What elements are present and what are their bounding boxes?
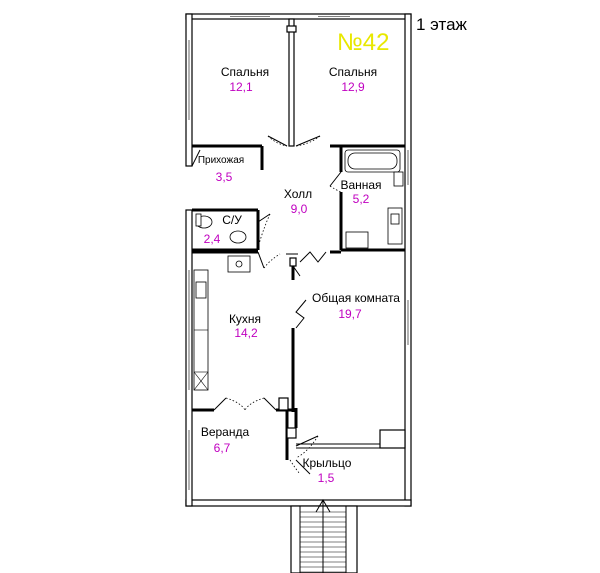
room-name: Холл: [284, 187, 312, 201]
doors: [191, 135, 342, 475]
fixtures: [193, 149, 404, 391]
room-name: Прихожая: [198, 155, 244, 166]
room-name: Общая комната: [312, 291, 400, 305]
interior-walls: [192, 18, 406, 460]
room-name: Веранда: [201, 425, 250, 439]
room-name: С/У: [222, 213, 242, 227]
room-hallway: Прихожая 3,5: [198, 155, 244, 184]
room-area: 1,5: [318, 471, 335, 485]
room-name: Спальня: [221, 65, 269, 79]
room-area: 12,9: [341, 80, 365, 94]
room-area: 3,5: [216, 170, 233, 184]
sink-icon: [229, 230, 247, 244]
room-wc: С/У 2,4: [204, 213, 243, 246]
room-name: Кухня: [229, 312, 261, 326]
room-area: 14,2: [234, 326, 258, 340]
room-bedroom-2: Спальня 12,9: [329, 65, 377, 94]
room-kitchen: Кухня 14,2: [229, 312, 261, 340]
room-area: 6,7: [214, 441, 231, 455]
unit-number: №42: [337, 29, 389, 56]
room-bedroom-1: Спальня 12,1: [221, 65, 269, 94]
floor-label: 1 этаж: [416, 15, 468, 34]
room-area: 19,7: [338, 307, 362, 321]
room-name: Ванная: [340, 178, 381, 192]
room-name: Спальня: [329, 65, 377, 79]
stairs: [290, 499, 358, 573]
room-area: 12,1: [229, 80, 253, 94]
room-area: 2,4: [204, 232, 221, 246]
room-veranda: Веранда 6,7: [201, 425, 250, 455]
room-hall: Холл 9,0: [284, 187, 312, 216]
room-bathroom: Ванная 5,2: [340, 178, 381, 206]
room-living: Общая комната 19,7: [312, 291, 400, 321]
room-porch: Крыльцо 1,5: [303, 456, 352, 485]
outer-walls: [185, 13, 412, 507]
room-area: 9,0: [291, 202, 308, 216]
room-area: 5,2: [353, 192, 370, 206]
room-name: Крыльцо: [303, 456, 352, 470]
